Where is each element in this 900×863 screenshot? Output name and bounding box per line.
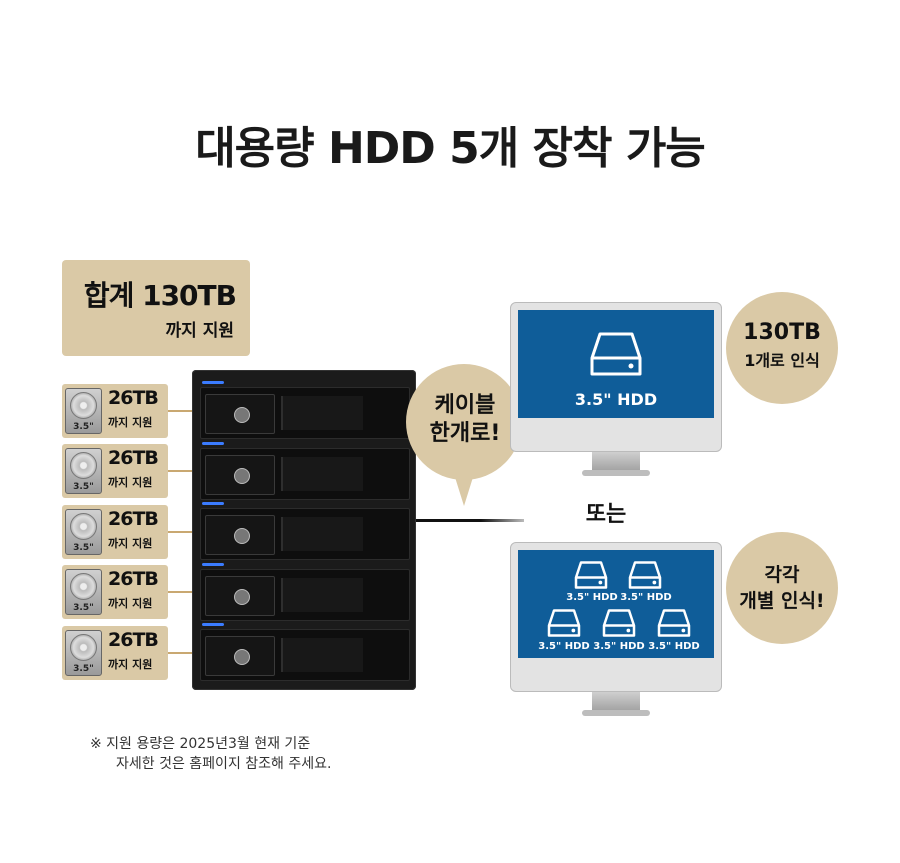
lock-knob-icon — [234, 589, 250, 605]
lock-knob-icon — [234, 407, 250, 423]
drive-bay — [200, 629, 410, 681]
drive-size: 3.5" — [73, 603, 94, 613]
drive-badge-2: 3.5" 26TB 까지 지원 — [62, 444, 168, 498]
page-title: 대용량 HDD 5개 장착 가능 — [195, 123, 706, 174]
hdd-disk-icon: 3.5" — [65, 448, 102, 494]
hdd-disk-icon: 3.5" — [65, 388, 102, 434]
drive-label: 3.5" HDD — [538, 641, 590, 652]
multi-bubble-text: 각각 개별 인식! — [726, 562, 838, 614]
drive-capacity: 26TB — [108, 508, 159, 530]
total-capacity-main: 합계 130TB — [83, 279, 237, 312]
led-indicator — [202, 623, 224, 626]
multi-bubble-line2: 개별 인식! — [739, 590, 825, 612]
arrow-line — [168, 531, 210, 533]
drive-badge-5: 3.5" 26TB 까지 지원 — [62, 626, 168, 680]
led-indicator — [202, 442, 224, 445]
drive-bay — [200, 387, 410, 439]
speech-bubble-cable — [406, 364, 522, 506]
hdd-icon — [574, 561, 608, 589]
drive-size: 3.5" — [73, 664, 94, 674]
lock-knob-icon — [234, 468, 250, 484]
monitor-screen: 3.5" HDD 3.5" HDD 3.5" HDD 3.5" HDD 3.5"… — [518, 550, 714, 658]
speech-bubble-multi — [726, 532, 838, 644]
monitor-multi: 3.5" HDD 3.5" HDD 3.5" HDD 3.5" HDD 3.5"… — [510, 542, 722, 718]
drive-label: 3.5" HDD — [574, 390, 658, 409]
drive-capacity-sub: 까지 지원 — [108, 476, 153, 489]
hdd-disk-icon: 3.5" — [65, 509, 102, 555]
drive-label: 3.5" HDD — [620, 592, 672, 603]
total-capacity-badge: 합계 130TB 까지 지원 — [62, 260, 250, 356]
drive-capacity: 26TB — [108, 629, 159, 651]
drive-capacity: 26TB — [108, 387, 159, 409]
single-bubble-line1: 130TB — [743, 320, 821, 345]
drive-size: 3.5" — [73, 543, 94, 553]
hdd-disk-icon: 3.5" — [65, 630, 102, 676]
drive-capacity-sub: 까지 지원 — [108, 658, 153, 671]
drive-capacity-sub: 까지 지원 — [108, 597, 153, 610]
drive-label: 3.5" HDD — [566, 592, 618, 603]
monitor-screen: 3.5" HDD — [518, 310, 714, 418]
drive-badge-1: 3.5" 26TB 까지 지원 — [62, 384, 168, 438]
arrow-line — [168, 410, 210, 412]
drive-bay — [200, 569, 410, 621]
arrow-line — [168, 470, 210, 472]
hdd-icon — [590, 332, 642, 376]
footnote: ※ 지원 용량은 2025년3월 현재 기준 자세한 것은 홈페이지 참조해 주… — [90, 734, 331, 774]
drive-size: 3.5" — [73, 422, 94, 432]
drive-capacity: 26TB — [108, 568, 159, 590]
drive-label: 3.5" HDD — [648, 641, 700, 652]
drive-capacity-sub: 까지 지원 — [108, 537, 153, 550]
led-indicator — [202, 502, 224, 505]
hdd-icon — [657, 609, 691, 637]
drive-bay — [200, 508, 410, 560]
drive-badge-4: 3.5" 26TB 까지 지원 — [62, 565, 168, 619]
speech-bubble-single — [726, 292, 838, 404]
or-text: 또는 — [585, 502, 627, 527]
drive-badge-3: 3.5" 26TB 까지 지원 — [62, 505, 168, 559]
drive-capacity-sub: 까지 지원 — [108, 416, 153, 429]
hdd-disk-icon: 3.5" — [65, 569, 102, 615]
lock-knob-icon — [234, 649, 250, 665]
hdd-icon — [628, 561, 662, 589]
footnote-line2: 자세한 것은 홈페이지 참조해 주세요. — [116, 756, 332, 772]
multi-bubble-line1: 각각 — [764, 564, 800, 586]
arrow-line — [168, 591, 210, 593]
drive-label: 3.5" HDD — [593, 641, 645, 652]
footnote-line1: ※ 지원 용량은 2025년3월 현재 기준 — [90, 736, 311, 752]
cable-bubble-text: 케이블 한개로! — [400, 392, 530, 448]
total-capacity-sub: 까지 지원 — [165, 321, 234, 341]
hdd-enclosure-image — [192, 370, 416, 690]
drive-capacity: 26TB — [108, 447, 159, 469]
arrow-line — [168, 652, 210, 654]
single-bubble-text: 130TB 1개로 인식 — [726, 320, 838, 371]
drive-size: 3.5" — [73, 482, 94, 492]
hdd-icon — [602, 609, 636, 637]
hdd-icon — [547, 609, 581, 637]
cable-bubble-line1: 케이블 — [434, 393, 496, 418]
usb-cable — [416, 519, 524, 522]
drive-bay — [200, 448, 410, 500]
single-bubble-line2: 1개로 인식 — [744, 351, 820, 370]
led-indicator — [202, 563, 224, 566]
monitor-single: 3.5" HDD — [510, 302, 722, 478]
lock-knob-icon — [234, 528, 250, 544]
cable-bubble-line2: 한개로! — [429, 421, 501, 446]
led-indicator — [202, 381, 224, 384]
